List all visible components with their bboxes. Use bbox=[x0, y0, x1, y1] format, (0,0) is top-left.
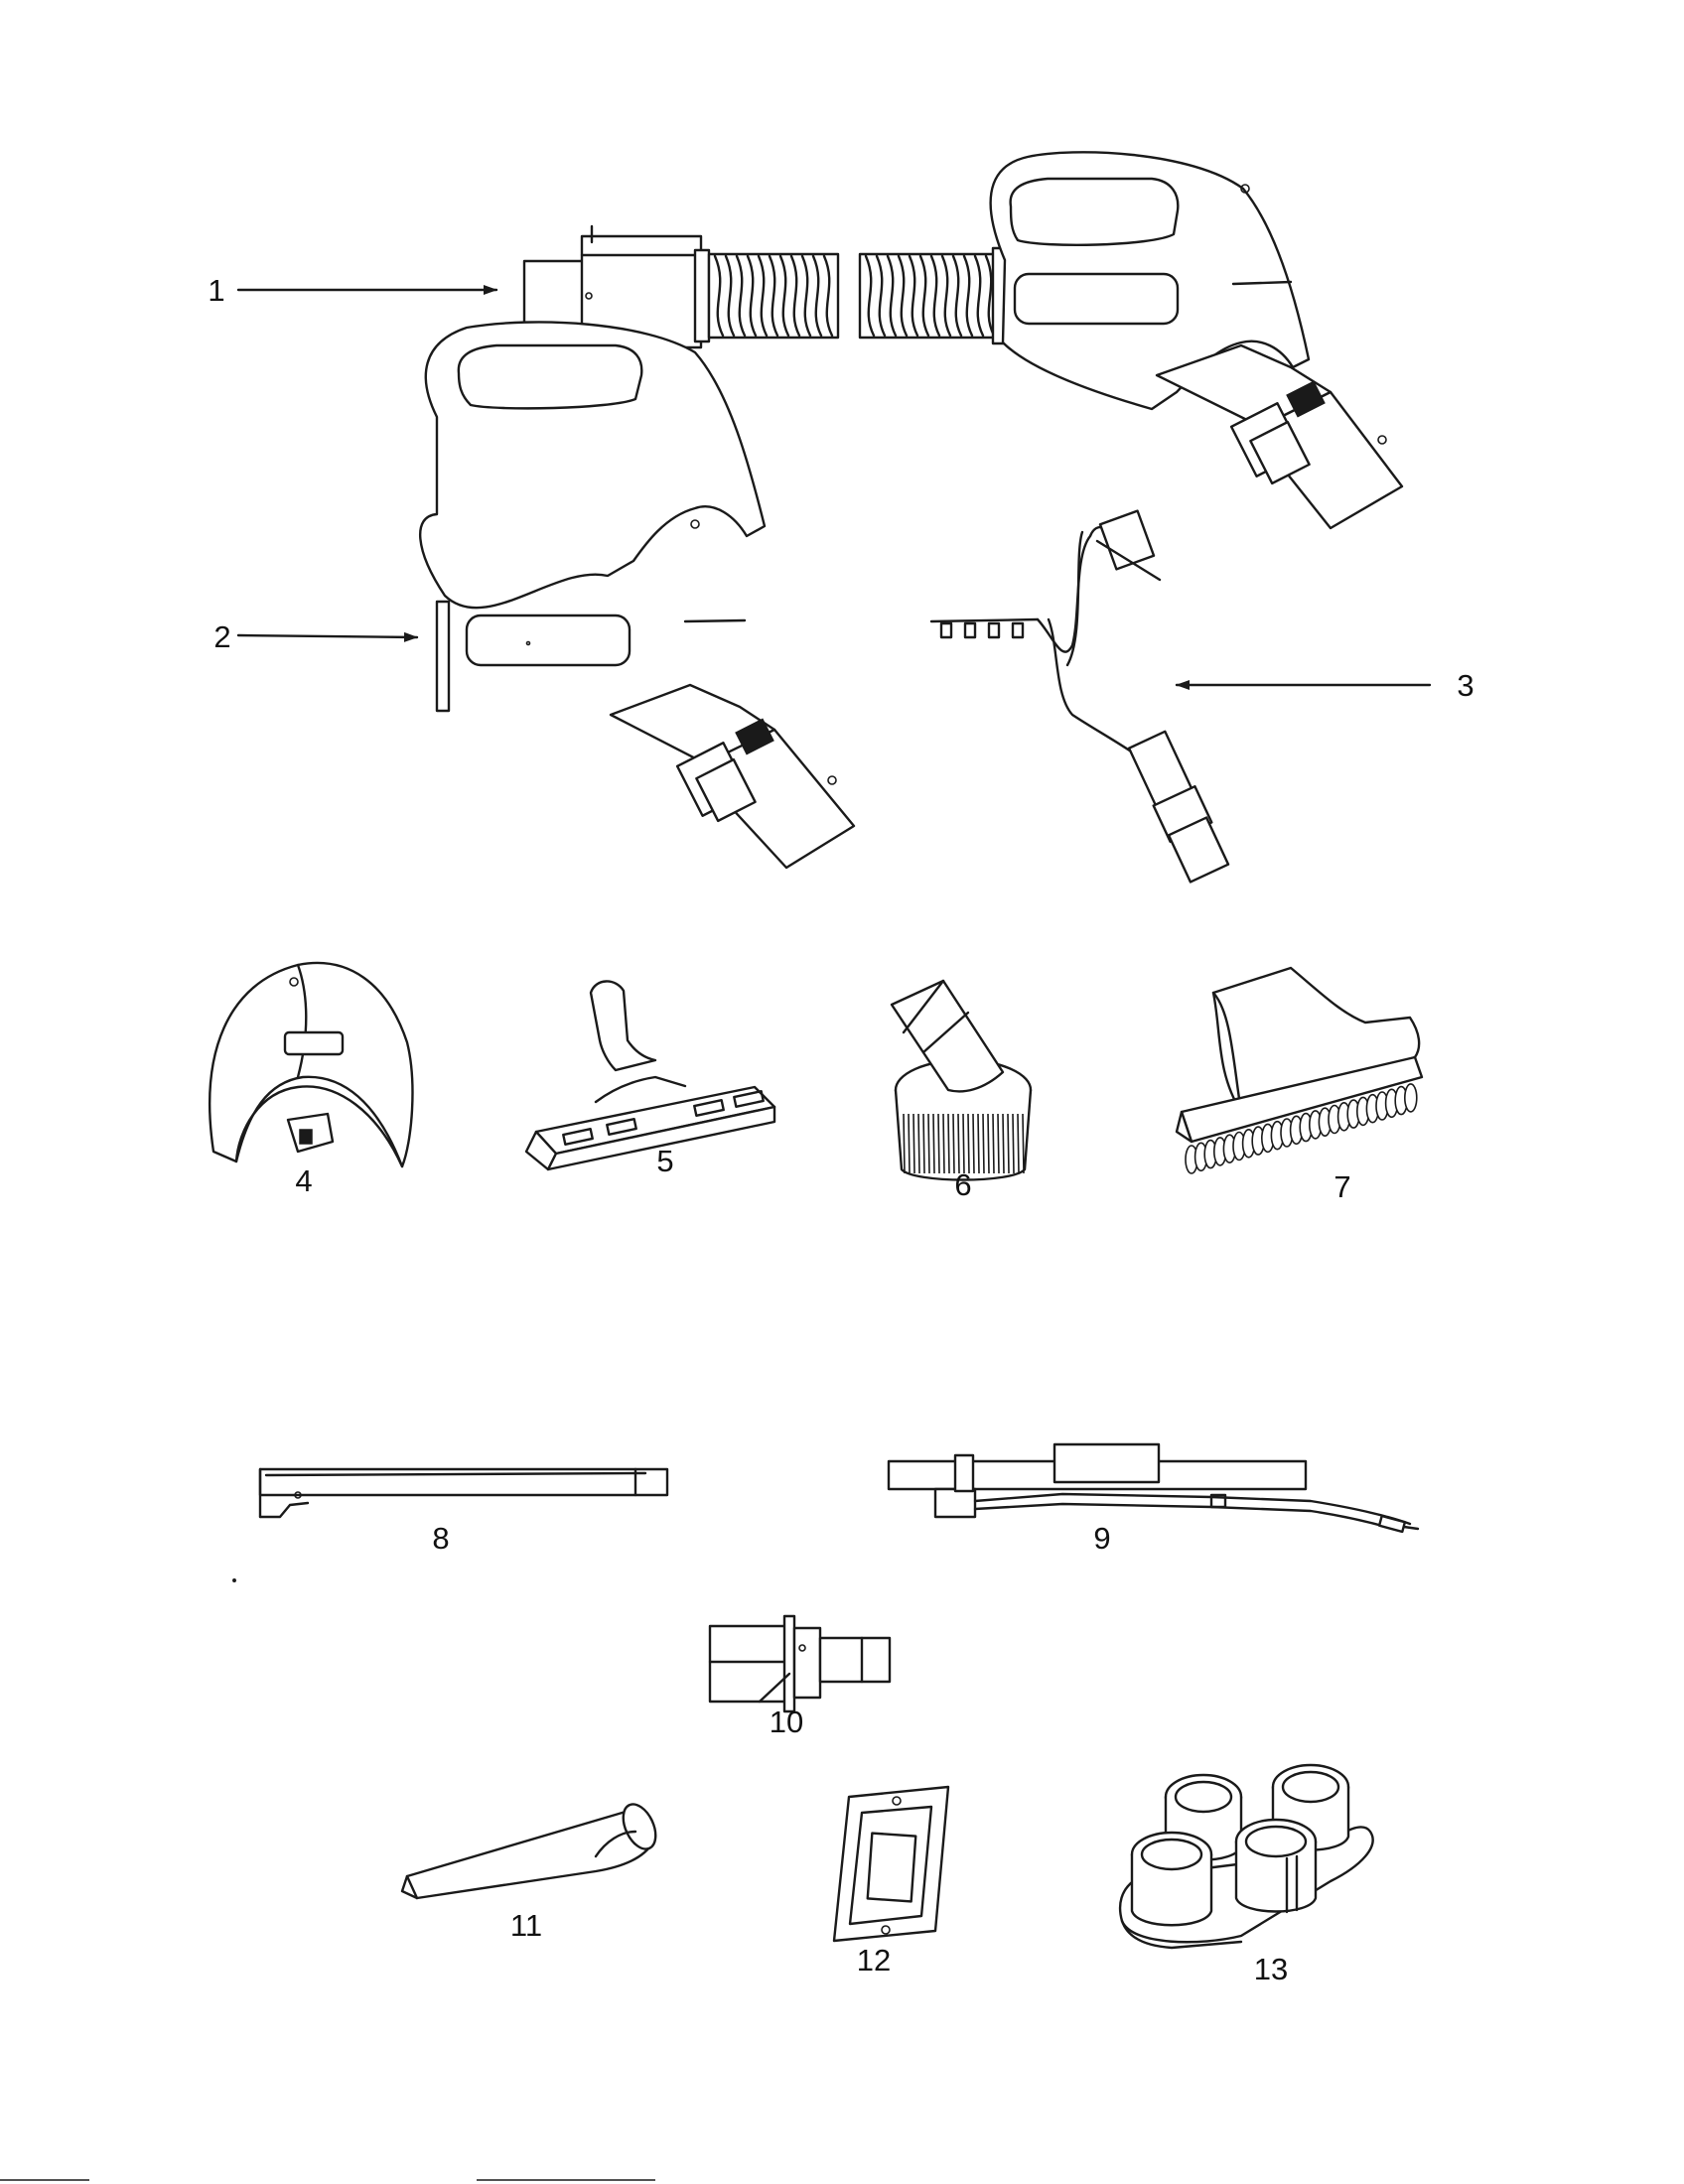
bristle bbox=[967, 1113, 970, 1174]
part-label-2: 2 bbox=[213, 619, 230, 654]
bristle bbox=[903, 1113, 906, 1174]
hose-rib bbox=[746, 254, 758, 338]
hose-rib bbox=[875, 254, 887, 338]
bristle bbox=[942, 1113, 945, 1174]
dusting-brush-drawing bbox=[890, 979, 1033, 1181]
wire-harness-drawing bbox=[929, 509, 1230, 884]
hose-rib bbox=[886, 254, 898, 338]
bristle bbox=[987, 1113, 990, 1174]
bristle bbox=[937, 1113, 940, 1174]
part-label-11: 11 bbox=[510, 1908, 542, 1943]
hose-rib bbox=[908, 254, 919, 338]
bristle bbox=[957, 1113, 960, 1174]
bristle bbox=[1007, 1113, 1010, 1174]
crevice-tool-drawing bbox=[400, 1803, 657, 1900]
electric-wand-drawing bbox=[887, 1442, 1420, 1534]
upholstery-brush-drawing bbox=[1175, 966, 1424, 1174]
bristle-tuft bbox=[1404, 1083, 1418, 1113]
tool-holder-drawing bbox=[1119, 1763, 1374, 1950]
hose-rib bbox=[929, 254, 941, 338]
bristle bbox=[962, 1113, 965, 1174]
bristle bbox=[927, 1113, 930, 1174]
bristle bbox=[972, 1113, 975, 1174]
part-label-4: 4 bbox=[295, 1163, 312, 1198]
floor-brush-drawing bbox=[524, 980, 776, 1171]
bristle bbox=[922, 1113, 925, 1174]
bristle bbox=[917, 1113, 920, 1174]
bristle bbox=[1017, 1113, 1020, 1174]
part-label-7: 7 bbox=[1333, 1169, 1350, 1204]
bristle bbox=[992, 1113, 995, 1174]
hose-rib bbox=[800, 254, 812, 338]
part-label-3: 3 bbox=[1457, 668, 1474, 703]
part-label-9: 9 bbox=[1093, 1521, 1110, 1556]
hose-rib bbox=[951, 254, 963, 338]
part-label-6: 6 bbox=[954, 1167, 971, 1202]
part-label-13: 13 bbox=[1254, 1952, 1288, 1986]
bristle bbox=[908, 1113, 911, 1174]
part-label-12: 12 bbox=[857, 1943, 891, 1978]
bristle bbox=[947, 1113, 950, 1174]
part-label-1: 1 bbox=[208, 273, 224, 308]
part-label-10: 10 bbox=[770, 1705, 803, 1739]
hose-rib bbox=[735, 254, 747, 338]
hose-rib bbox=[768, 254, 779, 338]
bristle bbox=[1012, 1113, 1015, 1174]
hose-rib bbox=[713, 254, 725, 338]
bristle bbox=[997, 1113, 1000, 1174]
bristle bbox=[982, 1113, 985, 1174]
hose-rib bbox=[864, 254, 876, 338]
wall-plate-drawing bbox=[832, 1785, 950, 1943]
bristle bbox=[952, 1113, 955, 1174]
handle-cover-drawing bbox=[209, 961, 414, 1168]
bristle bbox=[932, 1113, 935, 1174]
hose-rib bbox=[757, 254, 769, 338]
stray-dot bbox=[232, 1578, 236, 1582]
part-label-8: 8 bbox=[432, 1521, 449, 1556]
bristle bbox=[1002, 1113, 1005, 1174]
bristle bbox=[977, 1113, 980, 1174]
bristle bbox=[912, 1113, 915, 1174]
hose-rib bbox=[918, 254, 930, 338]
adapter-drawing bbox=[708, 1614, 892, 1713]
hose-rib bbox=[984, 254, 996, 338]
hose-rib bbox=[940, 254, 952, 338]
bristle bbox=[1022, 1113, 1025, 1174]
hose-rib bbox=[724, 254, 736, 338]
hose-rib bbox=[811, 254, 823, 338]
handle-drawing bbox=[418, 321, 856, 870]
hose-rib bbox=[973, 254, 985, 338]
hose-rib bbox=[962, 254, 974, 338]
hose-rib bbox=[897, 254, 909, 338]
leader-line-2 bbox=[236, 631, 419, 642]
hose-rib bbox=[789, 254, 801, 338]
hose-rib bbox=[778, 254, 790, 338]
part-label-5: 5 bbox=[656, 1144, 673, 1178]
hose-rib bbox=[822, 254, 834, 338]
wand-drawing bbox=[258, 1467, 669, 1519]
